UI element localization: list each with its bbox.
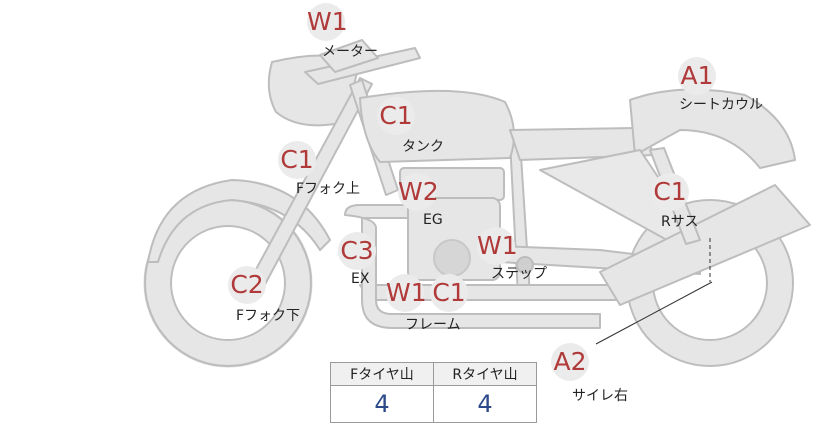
front-tire-tread-value: 4 [330,385,434,423]
engine-grade-badge: W2 [398,173,439,211]
front-fork-lower-label: Fフォク下 [236,308,301,324]
meter-grade-badge: W1 [307,3,348,41]
exhaust-grade-badge: C3 [338,232,376,270]
handlebar [304,47,421,85]
meter-body [319,39,379,73]
rear-tire-tread-header: Rタイヤ山 [433,362,537,386]
muffler [599,184,811,306]
front-fork-lower-grade-badge: C2 [228,266,266,304]
rear-tire-tread-value: 4 [433,385,537,423]
rear-suspension-grade-badge: C1 [651,173,689,211]
front-fender [147,179,331,263]
step-label: ステップ [491,266,547,282]
exhaust-label: EX [351,271,370,287]
sire-leader [595,281,713,345]
rear-suspension-label: Rサス [661,214,699,230]
frame-grade-badge-1: W1 [386,274,427,312]
engine-label: EG [423,212,443,228]
front-tire-tread-header: Fタイヤ山 [330,362,434,386]
tank-grade-badge: C1 [377,97,415,135]
muffler-right-label: サイレ右 [572,388,628,404]
muffler-right-grade-badge: A2 [551,343,589,381]
engine-cover [433,239,471,277]
front-fork-upper-grade-badge: C1 [278,141,316,179]
frame-label: フレーム [405,317,461,333]
seat-cowl-grade-badge: A1 [678,57,716,95]
meter-label: メーター [322,44,378,60]
front-fork-upper-label: Fフォク上 [296,181,361,197]
seat-cowl-label: シートカウル [679,97,763,113]
frame-grade-badge-2: C1 [430,274,468,312]
tank-label: タンク [402,139,444,155]
tire-tread-table: Fタイヤ山 Rタイヤ山 4 4 [330,362,537,423]
step-grade-badge: W1 [477,227,518,265]
exhaust-pipe [344,204,601,329]
